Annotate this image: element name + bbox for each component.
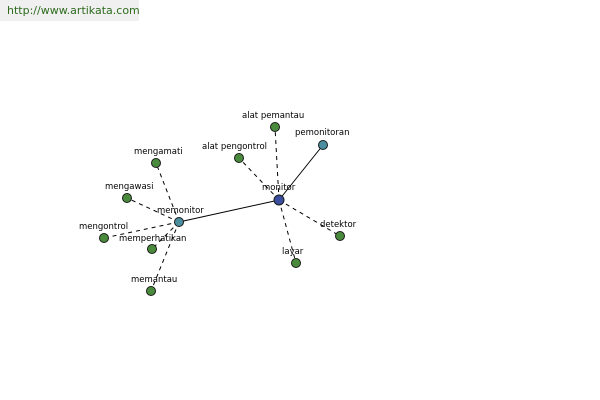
source-url-bar: http://www.artikata.com — [0, 0, 140, 21]
edge-monitor-pemonitoran — [278, 144, 324, 201]
diagram-edges — [103, 126, 341, 292]
edge-monitor-memonitor — [178, 199, 280, 223]
node-memantau[interactable] — [146, 286, 156, 296]
edge-memonitor-mengawasi — [126, 197, 180, 223]
diagram-nodes — [99, 122, 345, 296]
node-label-alat-pengontrol: alat pengontrol — [202, 142, 267, 152]
node-label-mengontrol: mengontrol — [79, 222, 128, 232]
edge-monitor-detektor — [278, 199, 341, 237]
source-url-link[interactable]: http://www.artikata.com — [7, 4, 140, 17]
node-detektor[interactable] — [335, 231, 345, 241]
edge-memonitor-memperhatikan — [151, 221, 180, 250]
node-mengontrol[interactable] — [99, 233, 109, 243]
node-mengawasi[interactable] — [122, 193, 132, 203]
node-alat-pemantau[interactable] — [270, 122, 280, 132]
node-mengamati[interactable] — [151, 158, 161, 168]
node-memonitor[interactable] — [174, 217, 184, 227]
node-alat-pengontrol[interactable] — [234, 153, 244, 163]
node-label-monitor: monitor — [262, 183, 296, 193]
node-label-memperhatikan: memperhatikan — [119, 234, 186, 244]
diagram-labels: monitor memonitor pemonitoran alat pemantau… — [79, 111, 357, 285]
node-label-memantau: memantau — [131, 275, 177, 285]
node-monitor[interactable] — [273, 194, 285, 206]
edge-monitor-alat-pengontrol — [238, 157, 280, 201]
node-label-detektor: detektor — [320, 220, 357, 230]
edge-memonitor-mengamati — [155, 162, 180, 223]
edge-monitor-layar — [278, 199, 297, 264]
node-label-mengamati: mengamati — [134, 147, 183, 157]
node-label-alat-pemantau: alat pemantau — [242, 111, 304, 121]
node-label-memonitor: memonitor — [157, 206, 204, 216]
node-label-pemonitoran: pemonitoran — [295, 128, 349, 138]
node-label-layar: layar — [282, 247, 304, 257]
node-pemonitoran[interactable] — [318, 140, 328, 150]
node-layar[interactable] — [291, 258, 301, 268]
node-memperhatikan[interactable] — [147, 244, 157, 254]
node-label-mengawasi: mengawasi — [105, 182, 153, 192]
